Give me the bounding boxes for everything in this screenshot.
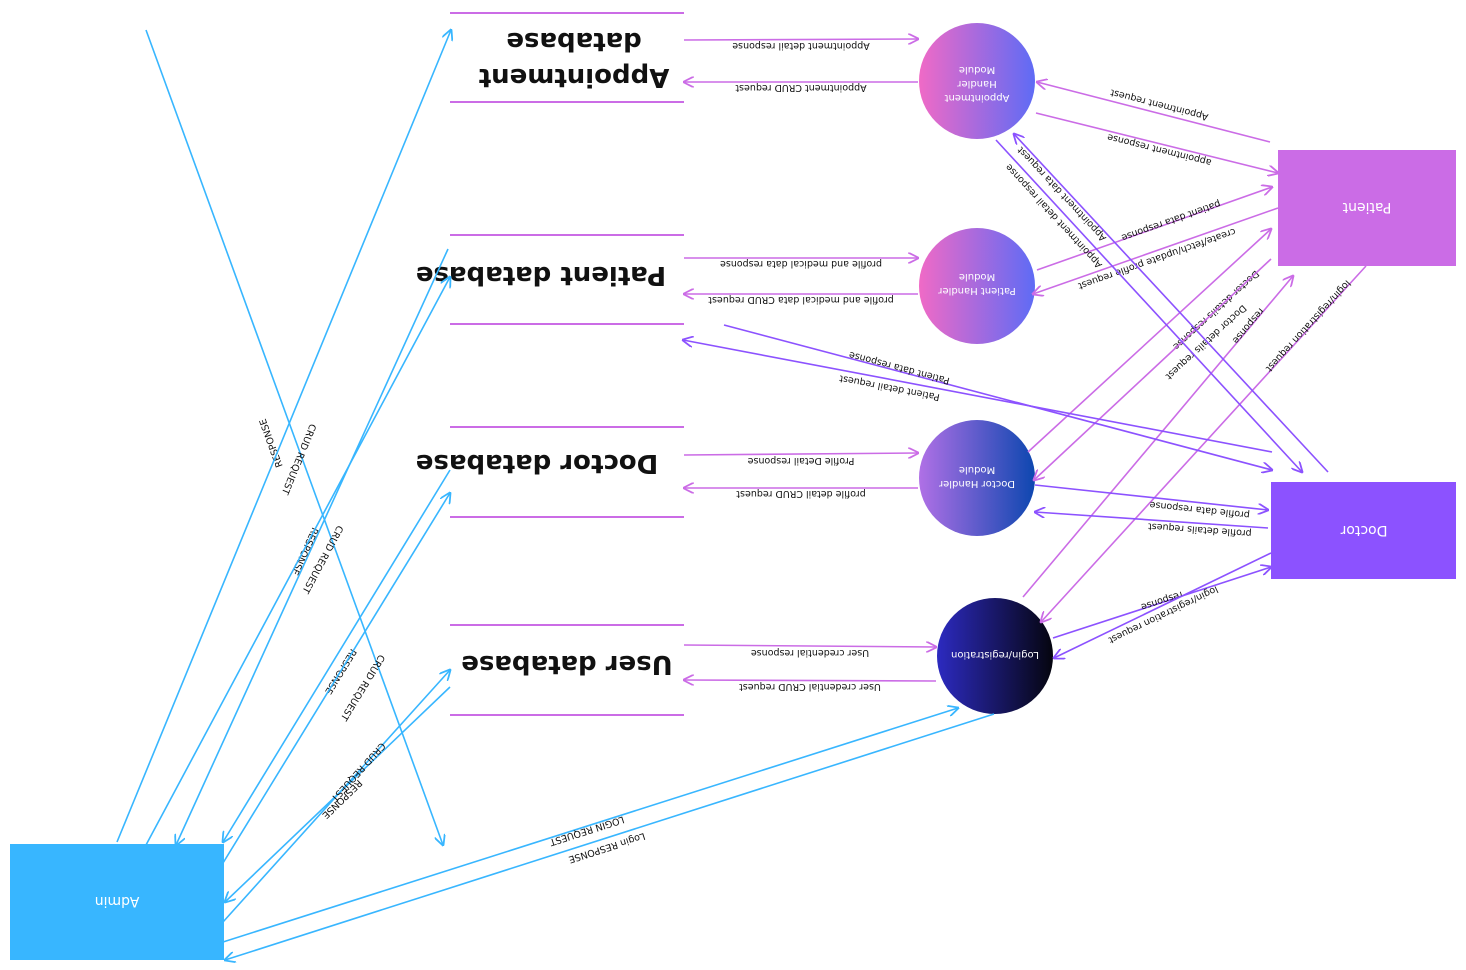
patient-database-title: Patient database	[416, 260, 666, 290]
edge-label: Profile Detail response	[747, 455, 854, 466]
admin-entity[interactable]: Admin	[10, 844, 224, 960]
edge-label: login/registration request	[1263, 278, 1353, 374]
appointment-module-label-1: Appointment	[944, 92, 1009, 103]
appointment-database-title-2: database	[506, 26, 641, 56]
edge-label: profile detail CRUD request	[736, 488, 866, 499]
patient-module-label-2: Module	[959, 271, 995, 282]
db-module-flows: Appointment detail response Appointment …	[684, 39, 936, 692]
patient-module-label-1: Patient Handler	[937, 285, 1015, 296]
doctor-entity[interactable]: Doctor	[1271, 482, 1456, 579]
edge-label: profile and medical data response	[720, 258, 882, 269]
user-database-title: User database	[461, 649, 673, 679]
admin-label: Admin	[95, 893, 140, 909]
doctor-module-label-1: Doctor Handler	[938, 478, 1015, 489]
doctor-database-title: Doctor database	[416, 448, 658, 478]
user-database: User database	[450, 624, 684, 716]
doctor-database: Doctor database	[416, 426, 684, 518]
edge-label: User credential response	[751, 647, 869, 658]
doctor-handler-module[interactable]: Doctor Handler Module	[919, 420, 1035, 536]
appointment-module-label-3: Module	[959, 64, 995, 75]
edge-label: appointment response	[1106, 131, 1213, 168]
login-registration-module[interactable]: Login/registration	[937, 598, 1053, 714]
doctor-flows: Appointment data request Appointment det…	[683, 134, 1329, 658]
appointment-database: Appointment database	[450, 12, 684, 103]
patient-label: Patient	[1342, 199, 1391, 215]
appointment-module-label-2: Handler	[956, 78, 996, 89]
edge-label: Appointment CRUD request	[735, 82, 867, 93]
login-module-label: Login/registration	[951, 649, 1039, 660]
appointment-database-title: Appointment	[479, 62, 670, 92]
patient-handler-module[interactable]: Patient Handler Module	[919, 228, 1035, 344]
edge-label: User credential CRUD request	[739, 681, 881, 692]
edge-label: CRUD REQUEST	[328, 740, 387, 804]
patient-entity[interactable]: Patient	[1278, 150, 1456, 266]
appointment-handler-module[interactable]: Appointment Handler Module	[919, 23, 1035, 139]
edge-label: Appointment detail response	[732, 40, 870, 51]
patient-database: Patient database	[416, 234, 684, 325]
doctor-label: Doctor	[1340, 522, 1387, 538]
edge-label: profile and medical data CRUD request	[708, 294, 894, 305]
doctor-module-label-2: Module	[959, 464, 995, 475]
